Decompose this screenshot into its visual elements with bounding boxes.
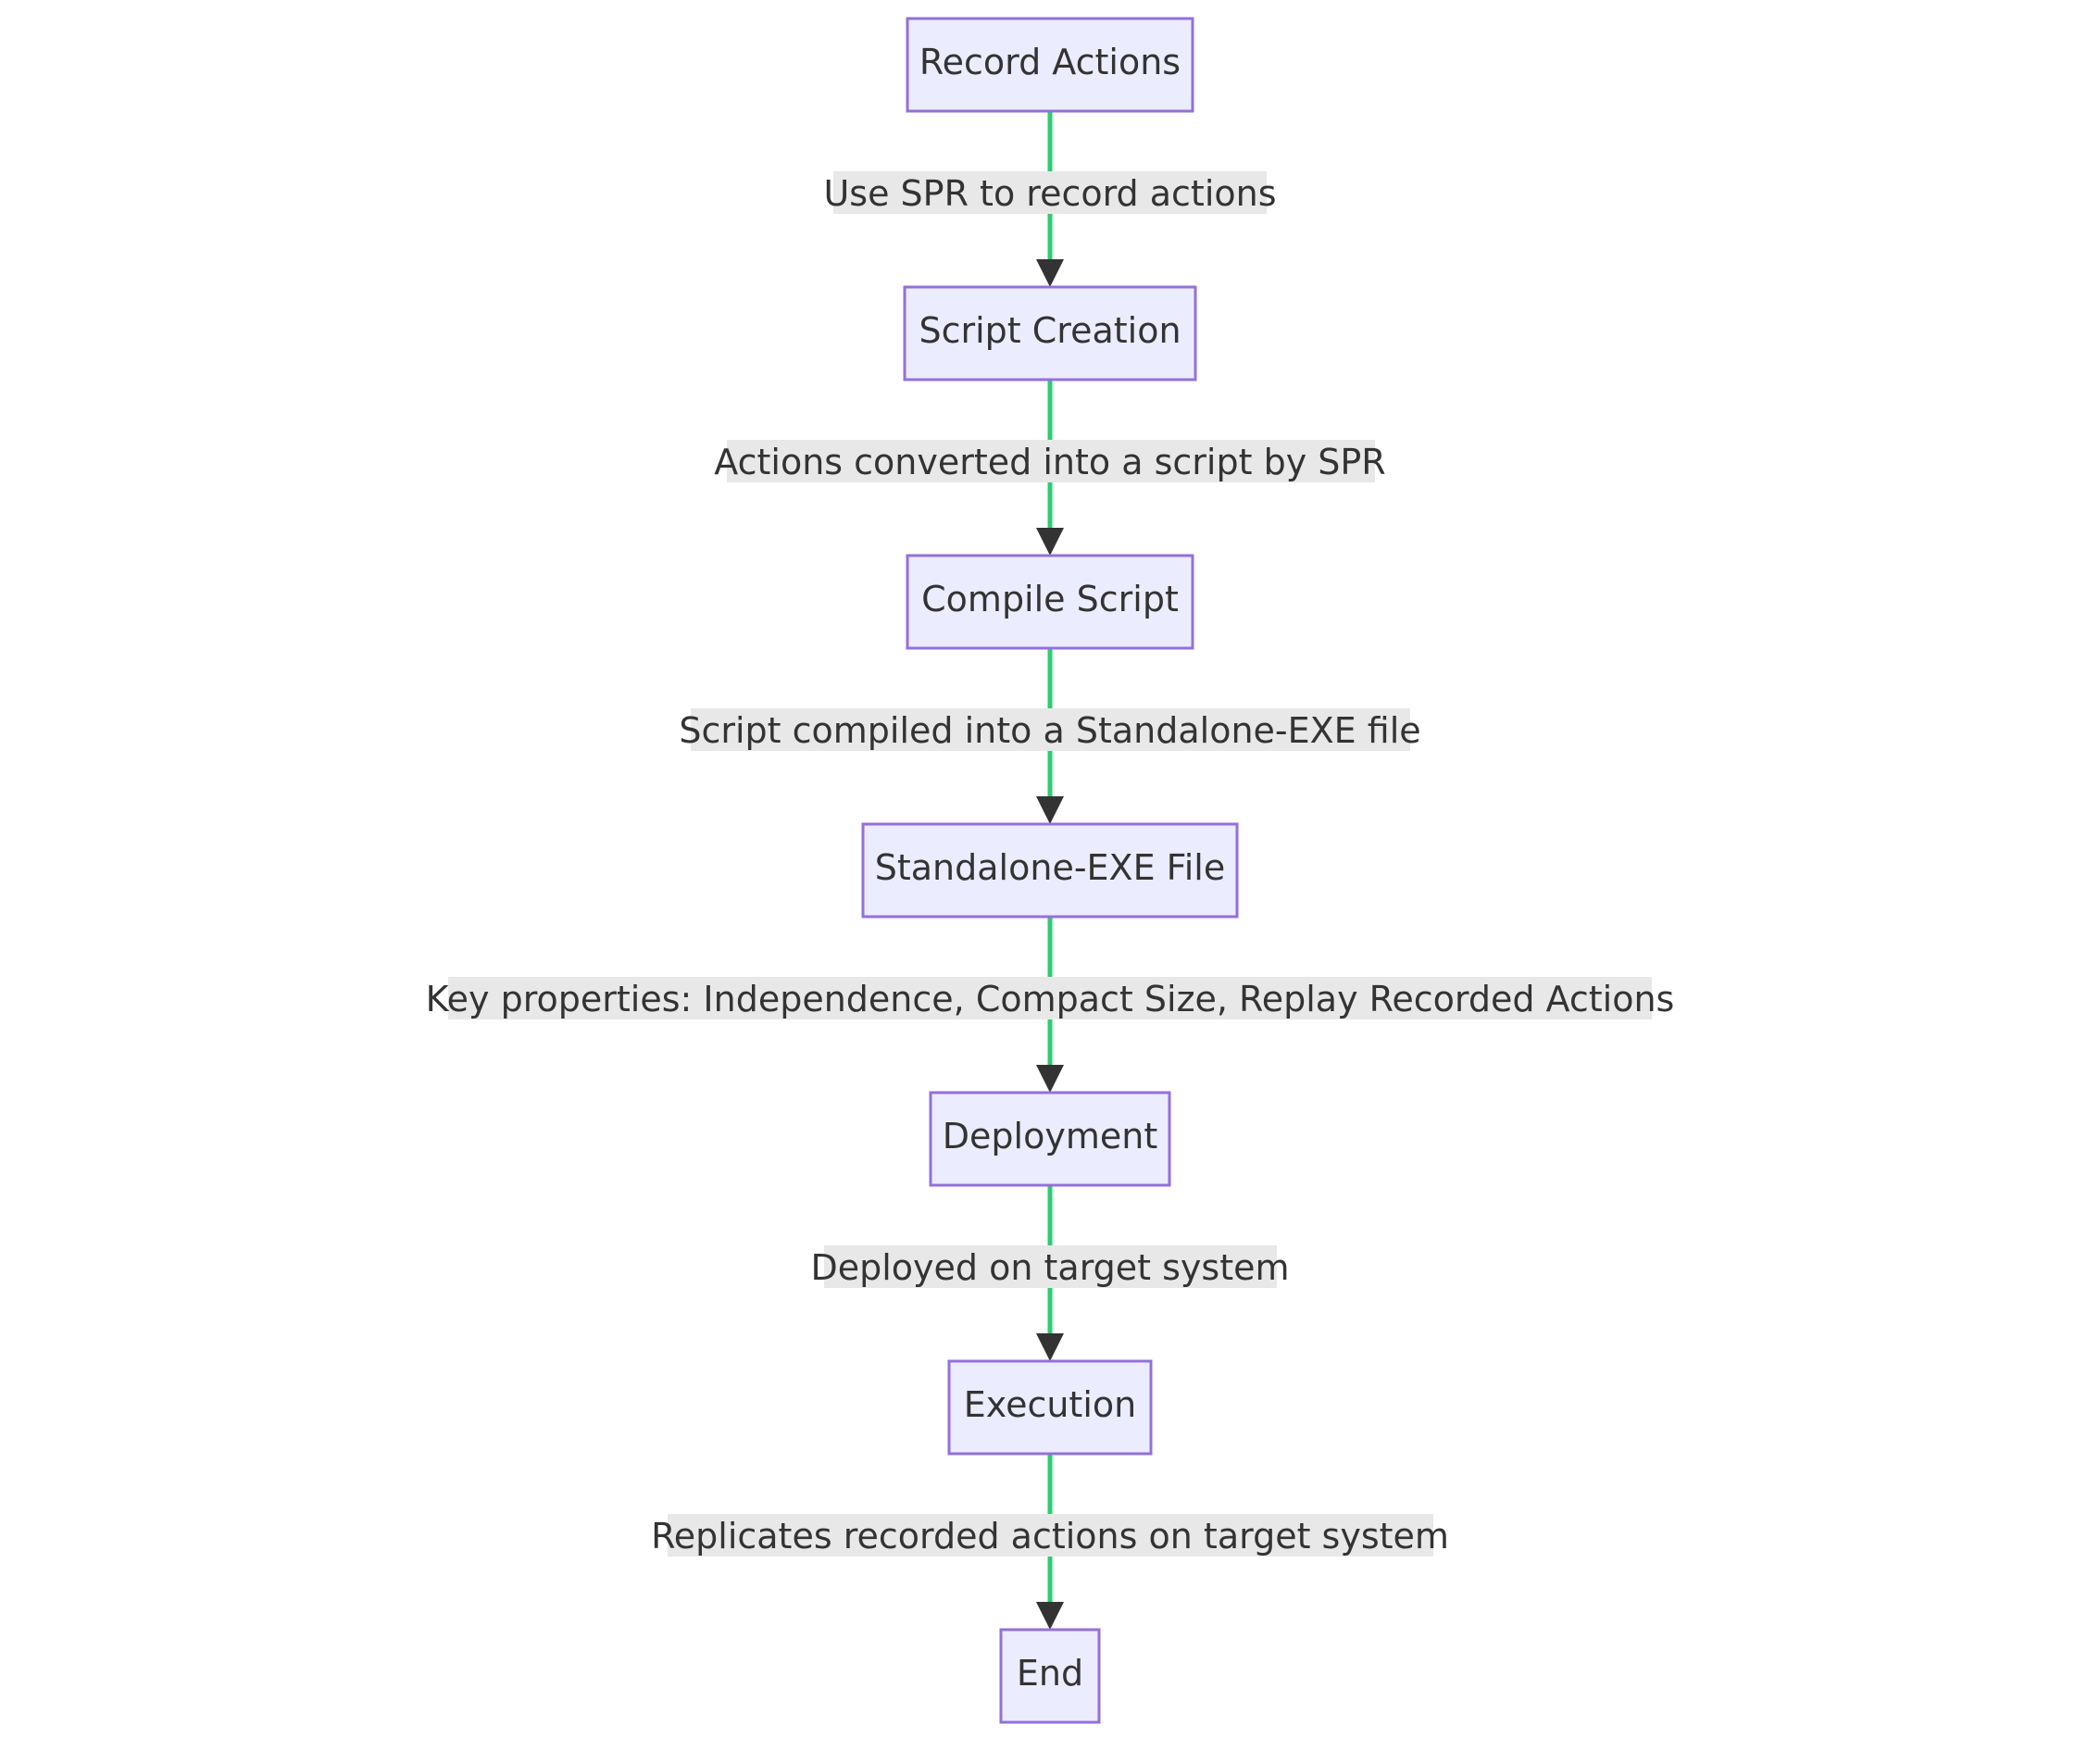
edge-label-text: Deployed on target system xyxy=(810,1247,1289,1288)
arrow-head-icon xyxy=(1036,1065,1064,1093)
edge-label-execute-to-end: Replicates recorded actions on target sy… xyxy=(651,1514,1449,1557)
node-script-creation: Script Creation xyxy=(903,285,1197,381)
edge-label-text: Replicates recorded actions on target sy… xyxy=(651,1516,1449,1557)
edge-label-deploy-to-execute: Deployed on target system xyxy=(810,1245,1290,1288)
edge-label-text: Script compiled into a Standalone-EXE fi… xyxy=(679,710,1420,751)
node-deployment: Deployment xyxy=(929,1091,1171,1187)
arrow-head-icon xyxy=(1036,796,1064,824)
edge-label-record-to-script: Use SPR to record actions xyxy=(823,171,1277,214)
arrow-head-icon xyxy=(1036,528,1064,556)
edge-label-text: Key properties: Independence, Compact Si… xyxy=(426,979,1675,1019)
node-label: End xyxy=(1017,1653,1083,1694)
arrow-head-icon xyxy=(1036,259,1064,287)
node-label: Standalone-EXE File xyxy=(875,847,1226,888)
arrow-head-icon xyxy=(1036,1333,1064,1361)
node-label: Execution xyxy=(964,1384,1136,1425)
node-compile-script: Compile Script xyxy=(906,554,1194,650)
arrow-head-icon xyxy=(1036,1602,1064,1630)
edge-label-exe-to-deploy: Key properties: Independence, Compact Si… xyxy=(426,977,1675,1019)
edge-label-compile-to-exe: Script compiled into a Standalone-EXE fi… xyxy=(679,708,1421,751)
node-label: Deployment xyxy=(943,1116,1157,1157)
edge-label-script-to-compile: Actions converted into a script by SPR xyxy=(714,440,1386,482)
node-execution: Execution xyxy=(947,1359,1153,1456)
edge-label-text: Use SPR to record actions xyxy=(823,173,1276,214)
node-end: End xyxy=(999,1628,1101,1724)
edge-label-text: Actions converted into a script by SPR xyxy=(714,442,1385,482)
node-label: Compile Script xyxy=(921,579,1179,619)
node-label: Record Actions xyxy=(919,42,1181,82)
node-record-actions: Record Actions xyxy=(906,17,1194,113)
node-standalone-exe-file: Standalone-EXE File xyxy=(861,822,1239,919)
node-label: Script Creation xyxy=(919,310,1181,351)
